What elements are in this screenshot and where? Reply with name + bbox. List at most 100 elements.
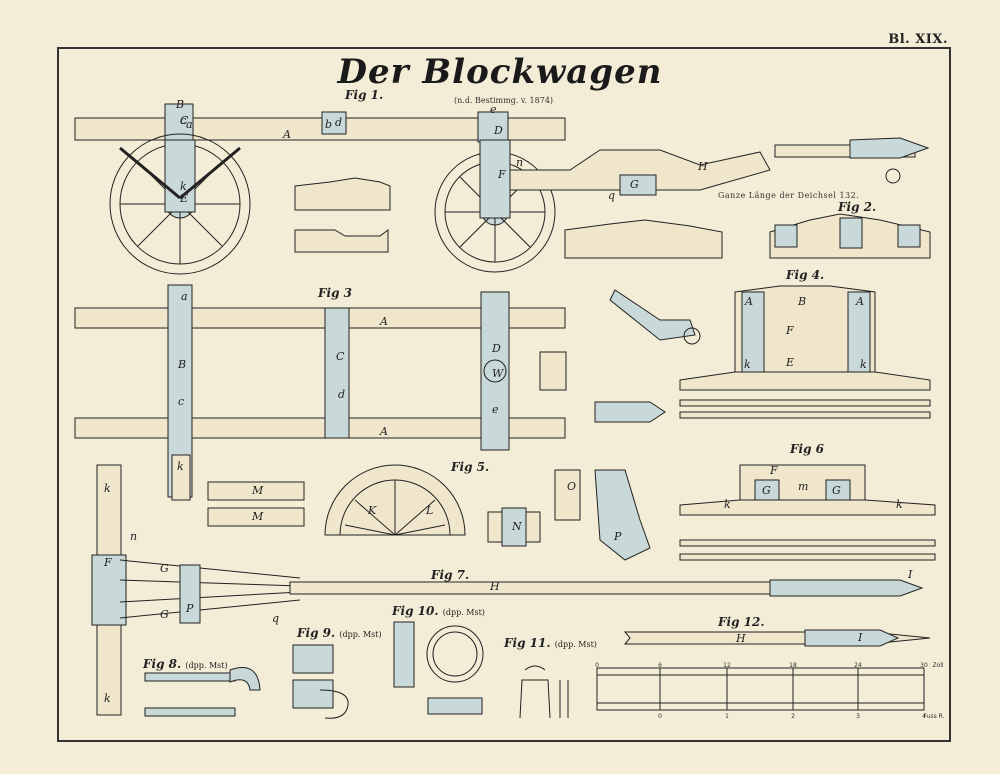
fig1-part-label: B <box>175 98 184 111</box>
fig2-label: Fig 2. <box>838 200 877 214</box>
fig3-part-label: C <box>336 350 345 363</box>
plate-subtitle: (n.d. Bestimmg. v. 1874) <box>454 96 554 105</box>
fig7-part-label: k <box>104 692 111 705</box>
fig7-forecarriage-plan <box>91 464 924 716</box>
fig1-part-label: F <box>497 168 506 181</box>
fig1-part-label: b <box>325 118 332 131</box>
plate-frame <box>57 47 951 742</box>
scale-foot-tick: 1 <box>725 713 729 720</box>
fig12-label: Fig 12. <box>718 615 765 629</box>
scale-inch-tick: 18 <box>789 662 797 669</box>
scale-inch-tick: 30 <box>920 662 928 669</box>
fig6-label: Fig 6 <box>790 442 824 456</box>
fig5-part-label: N <box>511 520 522 533</box>
plate-number: Bl. XIX. <box>888 32 948 47</box>
fig6-part-label: m <box>798 480 808 493</box>
fig7-part-label: n <box>130 530 137 543</box>
fig10-title: Fig 10. <box>392 604 439 618</box>
fig9-title: Fig 9. <box>297 626 336 640</box>
fig4-part-label: A <box>744 295 753 308</box>
fig4-front-view <box>594 285 931 423</box>
fig3-label: Fig 3 <box>318 286 352 300</box>
fig7-part-label: G <box>160 608 169 621</box>
fig12-part-label: H <box>735 632 746 645</box>
scale-foot-tick: 3 <box>856 713 860 720</box>
fig1-part-label: a <box>186 118 193 131</box>
fig3-part-label: e <box>492 403 499 416</box>
fig3-part-label: B <box>177 358 186 371</box>
fig1-part-label: C <box>180 114 189 127</box>
fig3-plan-view <box>74 284 567 501</box>
pole-length-note: Ganze Länge der Deichsel 132. <box>718 191 860 200</box>
scale-inch-tick: 12 <box>723 662 731 669</box>
fig10-scale-note: (dpp. Mst) <box>442 608 485 617</box>
fig4-label: Fig 4. <box>786 268 825 282</box>
scale-inch-tick: 0 <box>595 662 599 669</box>
scale-inch-tick: 6 <box>658 662 662 669</box>
fig6-part-label: G <box>762 484 771 497</box>
scale-foot-tick: 4 <box>922 713 926 720</box>
scale-foot-tick: 0 <box>658 713 662 720</box>
fig5-label: Fig 5. <box>451 460 490 474</box>
fig3-part-label: a <box>181 290 188 303</box>
plate-title: Der Blockwagen <box>337 52 663 92</box>
fig1-part-label: n <box>516 156 523 169</box>
fig7-part-label: I <box>907 568 913 581</box>
fig6-front-view <box>679 464 936 561</box>
fig5-part-label: M <box>251 484 264 497</box>
fig6-part-label: G <box>832 484 841 497</box>
fig7-part-label: F <box>103 556 112 569</box>
fig10-label: Fig 10. (dpp. Mst) <box>392 604 485 618</box>
fig4-part-label: k <box>744 358 751 371</box>
fig5-wheel-section <box>207 464 651 561</box>
fig1-part-label: k <box>180 180 187 193</box>
fig11-scale-note: (dpp. Mst) <box>554 640 597 649</box>
fig1-part-label: H <box>697 160 708 173</box>
fig7-part-label: H <box>489 580 500 593</box>
fig6-part-label: F <box>769 464 778 477</box>
fig8-label: Fig 8. (dpp. Mst) <box>143 657 228 671</box>
fig2-cross-section <box>769 213 931 259</box>
fig5-part-label: L <box>425 504 433 517</box>
fig3-part-label: D <box>491 342 501 355</box>
fig10-detail <box>393 621 484 715</box>
fig8-title: Fig 8. <box>143 657 182 671</box>
scale-foot-unit: Fuss R. <box>924 713 945 720</box>
fig4-part-label: A <box>855 295 864 308</box>
fig1-part-label: c <box>180 114 186 127</box>
scale-foot-tick: 2 <box>791 713 795 720</box>
fig9-label: Fig 9. (dpp. Mst) <box>297 626 382 640</box>
fig8-scale-note: (dpp. Mst) <box>185 661 228 670</box>
fig6-part-label: k <box>724 498 731 511</box>
fig1-part-label: E <box>179 192 188 205</box>
fig9-detail <box>292 644 349 719</box>
fig3-part-label: W <box>492 367 505 380</box>
fig7-part-label: q <box>272 612 279 625</box>
fig1-part-label: A <box>282 128 291 141</box>
fig1-part-label: G <box>630 178 639 191</box>
fig1-part-label: q <box>608 189 615 202</box>
fig1-part-label: d <box>335 116 342 129</box>
fig1-side-elevation <box>74 103 930 275</box>
fig4-part-label: B <box>797 295 806 308</box>
fig8-detail <box>144 667 261 717</box>
fig1-label: Fig 1. <box>345 88 384 102</box>
scale-inch-tick: 24 <box>854 662 862 669</box>
fig4-part-label: k <box>860 358 867 371</box>
fig12-pole-end <box>623 629 931 647</box>
fig12-part-label: I <box>857 631 863 644</box>
fig4-part-label: F <box>785 324 794 337</box>
fig1-part-label: e <box>490 103 497 116</box>
fig3-part-label: c <box>178 395 184 408</box>
fig7-label: Fig 7. <box>431 568 470 582</box>
fig11-label: Fig 11. (dpp. Mst) <box>504 636 597 650</box>
fig7-part-label: k <box>104 482 111 495</box>
fig6-part-label: k <box>896 498 903 511</box>
fig5-part-label: O <box>567 480 576 493</box>
fig1-details <box>294 177 723 259</box>
fig3-part-label: k <box>177 460 184 473</box>
fig11-title: Fig 11. <box>504 636 551 650</box>
